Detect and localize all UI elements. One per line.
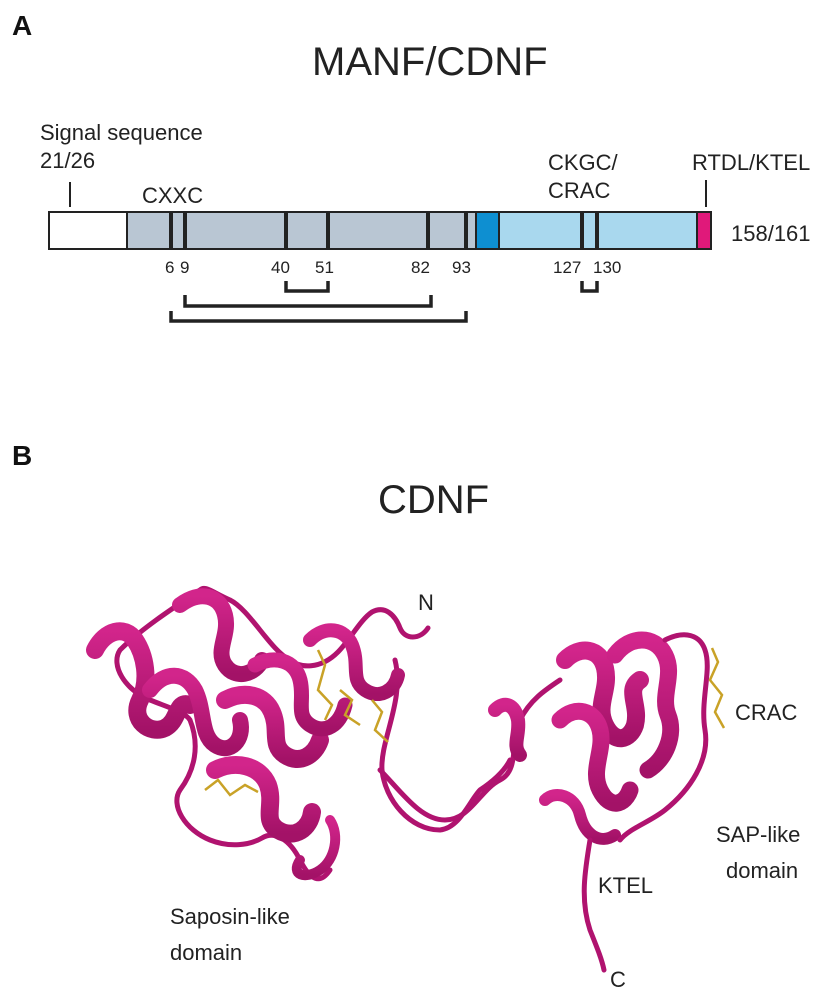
position-130: 130 xyxy=(593,258,622,277)
sap-domain-ribbon xyxy=(539,631,710,973)
saposin-domain-ribbon xyxy=(86,585,513,882)
sap-domain-label: SAP-like xyxy=(716,822,801,847)
c-terminus-label: C xyxy=(610,967,626,992)
signal-sequence-position: 21/26 xyxy=(40,148,96,173)
position-9: 9 xyxy=(180,258,190,277)
crac-motif-label: CRAC xyxy=(735,700,798,725)
saposin-domain-label-2: domain xyxy=(170,940,243,965)
disulfide-brackets xyxy=(169,281,599,323)
protein-length-label: 158/161 xyxy=(731,221,811,246)
position-40: 40 xyxy=(271,258,290,277)
linker-coil xyxy=(377,677,563,823)
position-82: 82 xyxy=(411,258,430,277)
position-6: 6 xyxy=(165,258,175,277)
panel-a-title: MANF/CDNF xyxy=(312,40,548,84)
crac-label: CRAC xyxy=(548,178,611,203)
ckgc-label: CKGC/ xyxy=(548,150,618,175)
ktel-label: KTEL xyxy=(598,873,654,898)
panel-b-letter: B xyxy=(12,440,33,471)
saposin-domain-label: Saposin-like xyxy=(170,904,290,929)
rtdl-ktel-label: RTDL/KTEL xyxy=(692,150,811,175)
signal-sequence-label: Signal sequence xyxy=(40,120,203,145)
position-51: 51 xyxy=(315,258,334,277)
signal-segment xyxy=(48,211,128,250)
panel-b-title: CDNF xyxy=(378,478,490,522)
position-93: 93 xyxy=(452,258,471,277)
n-terminus-label: N xyxy=(418,590,434,615)
position-127: 127 xyxy=(553,258,582,277)
er-retention-segment xyxy=(696,211,712,250)
cxxc-label: CXXC xyxy=(142,183,204,208)
panel-a-letter: A xyxy=(12,10,33,41)
sap-domain-label-2: domain xyxy=(726,858,799,883)
disulfide-bonds xyxy=(204,647,726,797)
linker-helix xyxy=(488,697,527,762)
cysteine-marks xyxy=(169,212,599,249)
